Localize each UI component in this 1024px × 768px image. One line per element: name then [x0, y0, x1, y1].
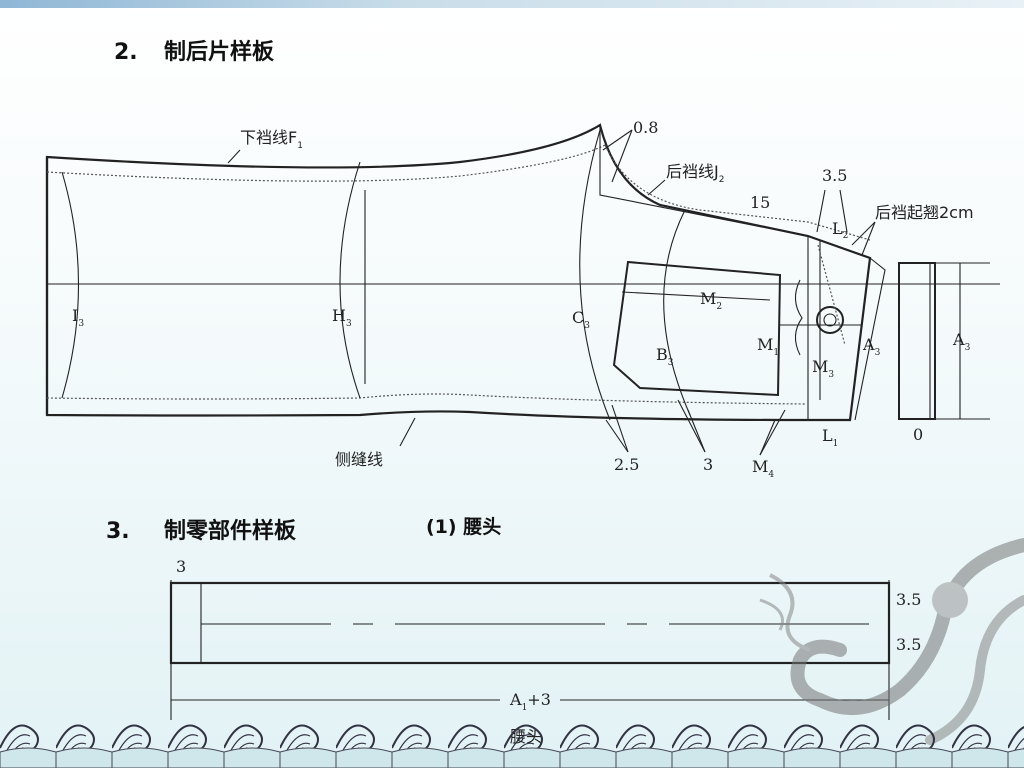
seam-allowance-crotch [604, 144, 871, 241]
leader-M4a [759, 419, 776, 456]
lower-crotch-outline [45, 123, 872, 422]
hip-curve-C [579, 129, 611, 421]
label-H3: H3 [332, 306, 352, 329]
waistband-length-label: A1+3 [509, 690, 551, 713]
label-3: 3 [703, 455, 713, 474]
seam-allowance-top [46, 144, 606, 182]
leader-3-5b [839, 189, 848, 233]
heading-text: 制后片样板 [164, 40, 275, 65]
leader-rise-a [851, 221, 876, 246]
top-decor-band [0, 0, 1024, 8]
wave-decoration [0, 708, 1024, 768]
label-C3: C3 [572, 308, 590, 331]
label-M3: M3 [812, 357, 834, 380]
leader-3a [687, 409, 706, 453]
waist-edge-A [854, 257, 886, 421]
leader-side-seam [399, 417, 416, 447]
leader-3b [677, 399, 706, 453]
subheading-waistband: (1) 腰头 [426, 516, 502, 538]
knee-curve-H [339, 161, 361, 399]
label-I3: I3 [72, 306, 84, 329]
label-L1: L1 [822, 426, 838, 449]
crotch-construction [599, 125, 809, 237]
label-A3-left: A3 [862, 335, 881, 358]
leader-3-5a [816, 189, 826, 233]
knee-curve-I [61, 171, 80, 399]
label-M1: M1 [757, 335, 779, 358]
label-L2: L2 [832, 219, 848, 241]
label-M2: M2 [700, 289, 722, 312]
zigzag-line [794, 279, 803, 356]
back-piece-pattern: 下裆线F1 0.8 后裆线J2 15 3.5 后裆起翘2cm L2 I3 H3 … [45, 118, 1000, 480]
leader-2-5a [605, 419, 629, 453]
leader-2-5b [611, 404, 629, 453]
label-back-crotch-rise: 后裆起翘2cm [875, 203, 974, 222]
leader-lower-crotch [227, 149, 241, 164]
heading-text: 制零部件样板 [164, 519, 297, 544]
leader-0-8b [611, 129, 633, 183]
label-15: 15 [750, 193, 770, 212]
waistband-right-dim-1: 3.5 [896, 590, 921, 609]
heading-number: 3. [106, 519, 130, 544]
pocket-line-M2 [621, 291, 771, 301]
label-back-crotch: 后裆线J2 [666, 162, 724, 185]
button-circle [816, 306, 844, 334]
heading-back-piece: 2. 制后片样板 [114, 34, 274, 66]
pocket-outline [612, 260, 782, 397]
label-0-8: 0.8 [633, 118, 658, 137]
leader-rise-b [861, 221, 876, 256]
waistband-top-dim: 3 [176, 557, 186, 576]
leader-M4b [759, 409, 786, 456]
leader-back-crotch [647, 179, 666, 196]
label-A3-right: A3 [952, 330, 971, 353]
label-M4: M4 [752, 457, 774, 480]
seam-allowance-bottom [46, 393, 806, 405]
label-side-seam: 侧缝线 [335, 450, 383, 469]
label-2-5: 2.5 [614, 455, 639, 474]
leader-0-8 [602, 129, 633, 151]
curve-B [663, 209, 691, 416]
label-3-5: 3.5 [822, 166, 847, 185]
label-B3: B3 [656, 345, 674, 368]
dart-dot [817, 244, 846, 346]
button-inner [823, 313, 837, 327]
heading-number: 2. [114, 40, 138, 65]
label-lower-crotch: 下裆线F1 [240, 128, 303, 151]
waistband-right-dim-2: 3.5 [896, 635, 921, 654]
side-strip [898, 262, 936, 420]
label-0: 0 [913, 425, 923, 444]
heading-parts: 3. 制零部件样板 [106, 513, 296, 545]
